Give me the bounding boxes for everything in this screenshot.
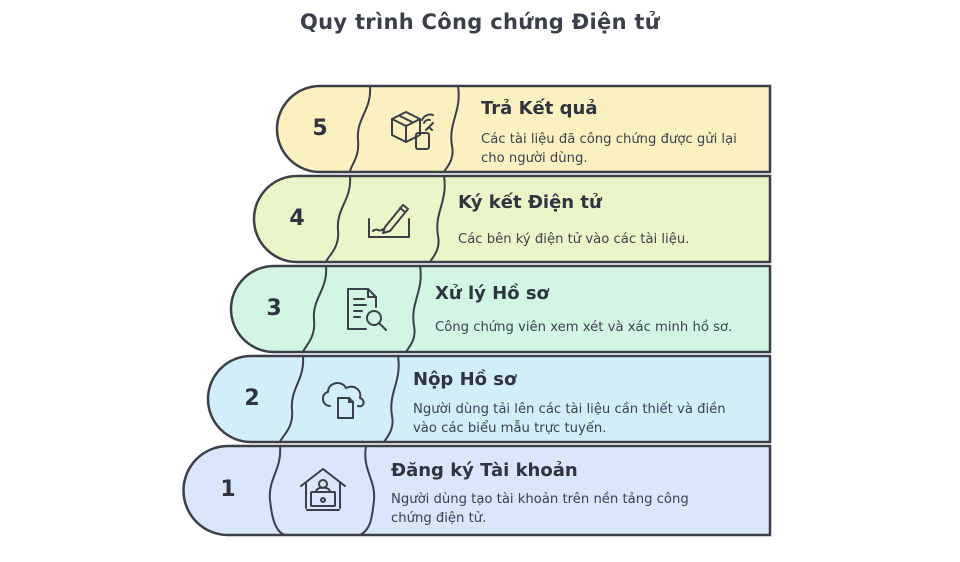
package-delivery-icon: [391, 111, 434, 150]
step-1-description: Người dùng tạo tài khoản trên nền tảng c…: [391, 492, 689, 526]
step-1-band: [182, 444, 772, 537]
step-1-number: 1: [220, 477, 236, 502]
step-3-number: 3: [266, 296, 282, 321]
step-2-title: Nộp Hồ sơ: [413, 369, 517, 390]
step-2-description: Người dùng tải lên các tài liệu cần thiế…: [413, 402, 726, 436]
document-search-icon: [347, 288, 387, 331]
step-4-description: Các bên ký điện tử vào các tài liệu.: [458, 232, 690, 247]
diagram-title: Quy trình Công chứng Điện tử: [299, 10, 661, 34]
cloud-upload-document-icon: [322, 382, 365, 419]
step-4-title: Ký kết Điện tử: [458, 192, 602, 213]
step-3-title: Xử lý Hồ sơ: [435, 283, 549, 304]
step-4-band: [252, 174, 772, 264]
step-5-description: Các tài liệu đã công chứng được gửi lại …: [481, 132, 737, 166]
step-2-number: 2: [244, 386, 260, 411]
step-3-band: [229, 264, 772, 354]
step-1-title: Đăng ký Tài khoản: [391, 460, 578, 481]
step-5-number: 5: [312, 116, 328, 141]
pen-signature-icon: [368, 204, 410, 238]
step-2-band: [206, 354, 772, 444]
house-laptop-icon: [300, 468, 346, 511]
step-4-number: 4: [289, 206, 305, 231]
step-5-band: [275, 84, 772, 174]
step-5-title: Trả Kết quả: [481, 98, 598, 119]
step-3-description: Công chứng viên xem xét và xác minh hồ s…: [435, 320, 733, 335]
